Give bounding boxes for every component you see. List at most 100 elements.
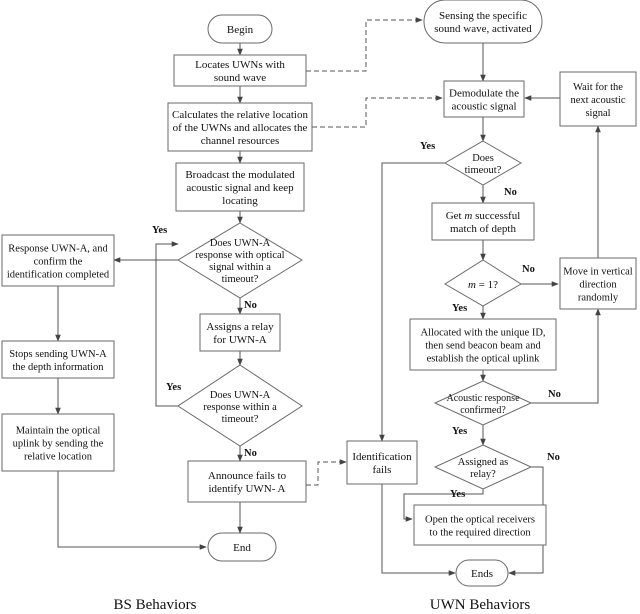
node-line: signal	[585, 108, 610, 119]
node-line: sound wave, activated	[434, 23, 532, 35]
sensing-shape	[423, 0, 543, 44]
label-m-no: No	[522, 264, 535, 275]
node-line: Ends	[471, 568, 493, 580]
edge-acoustic-no	[531, 308, 601, 404]
edge-open-ends	[508, 545, 544, 576]
node-line: of the UWNs and allocates the	[173, 122, 308, 134]
ident-fails-shape	[346, 440, 418, 485]
node-line: Does	[472, 153, 494, 164]
node-line: Acoustic response	[446, 393, 520, 404]
edge-relay-yes	[403, 489, 484, 522]
node-line: the depth information	[13, 362, 105, 373]
stop-depth-shape	[1, 340, 115, 379]
node-line: End	[233, 542, 251, 554]
timeout-question-shape	[444, 140, 522, 186]
node-line: Maintain the optical	[16, 426, 101, 437]
node-line: Move in vertical	[563, 267, 632, 278]
node-line: Does UWN-A	[210, 390, 271, 401]
node-shapes	[1, 0, 637, 587]
node-maintain: Maintain the optical uplink by sending th…	[13, 426, 104, 463]
get-match-shape	[431, 202, 535, 241]
edge-relay-no	[531, 466, 546, 523]
acoustic-question-shape	[433, 380, 533, 426]
edge-calculates-demodulate	[312, 95, 443, 128]
node-line: relative location	[24, 452, 93, 463]
node-line: then send beacon beam and	[425, 341, 541, 352]
edge-identfails-ends	[381, 484, 456, 576]
optical-question-shape	[177, 222, 303, 299]
node-line: locating	[222, 195, 258, 207]
label-response-no: No	[244, 448, 257, 459]
node-m-question: m = 1?	[468, 279, 498, 291]
begin-shape	[207, 14, 273, 44]
node-line: Calculates the relative location	[172, 109, 308, 121]
open-receivers-shape	[413, 504, 547, 546]
label-relay-no: No	[547, 452, 560, 463]
edge-locates-sensing	[306, 17, 423, 72]
node-line: confirm the	[34, 257, 83, 268]
node-line: acoustic signal	[451, 101, 516, 113]
node-line: Response UWN-A, and	[8, 244, 108, 255]
node-allocated: Allocated with the unique ID,then send b…	[420, 328, 545, 365]
demodulate-shape	[443, 80, 525, 118]
edge-maintain-end	[57, 471, 207, 550]
node-line: acoustic signal and keep	[186, 182, 294, 194]
allocated-shape	[409, 318, 557, 371]
label-response-yes: Yes	[166, 382, 181, 393]
node-line: timeout?	[222, 274, 259, 285]
node-line: signal within a	[209, 262, 271, 273]
node-line: Does UWN-A	[210, 238, 271, 249]
node-line: Open the optical receivers	[425, 515, 535, 526]
label-acoustic-yes: Yes	[452, 426, 467, 437]
label-optical-yes: Yes	[152, 225, 167, 236]
node-move: Move in vertical direction randomly	[563, 267, 632, 304]
node-begin: Begin	[227, 24, 254, 36]
node-line: timeout?	[465, 165, 502, 176]
node-line: Identification	[352, 451, 412, 463]
node-line: confirmed?	[460, 405, 506, 416]
node-line: Begin	[227, 24, 254, 36]
node-line: match of depth	[450, 223, 516, 235]
edge-response-yes	[155, 243, 178, 407]
node-line: uplink by sending the	[13, 439, 104, 450]
node-line: Assigned as	[458, 457, 508, 468]
edge-announce-identfails	[306, 459, 347, 486]
node-line: randomly	[578, 293, 619, 304]
connectors	[55, 17, 601, 576]
response-question-shape	[177, 364, 303, 447]
caption-uwn: UWN Behaviors	[430, 597, 531, 613]
announce-shape	[187, 460, 307, 503]
maintain-shape	[1, 413, 115, 472]
node-line: channel resources	[201, 135, 280, 147]
node-line: direction	[579, 280, 617, 291]
node-line: fails	[373, 464, 392, 476]
node-line: next acoustic	[570, 95, 625, 106]
move-shape	[559, 257, 637, 310]
label-m-yes: Yes	[452, 303, 467, 314]
node-line: sound wave	[214, 72, 266, 84]
node-line: Sensing the specific	[439, 10, 527, 22]
response-confirm-shape	[1, 234, 115, 287]
label-relay-yes: Yes	[450, 489, 465, 500]
caption-bs: BS Behaviors	[114, 597, 197, 613]
label-timeout-no: No	[504, 187, 517, 198]
node-line: response within a	[203, 402, 277, 413]
node-line: timeout?	[222, 414, 259, 425]
node-line: identification completed	[7, 270, 110, 281]
node-line: Wait for the	[573, 82, 623, 93]
